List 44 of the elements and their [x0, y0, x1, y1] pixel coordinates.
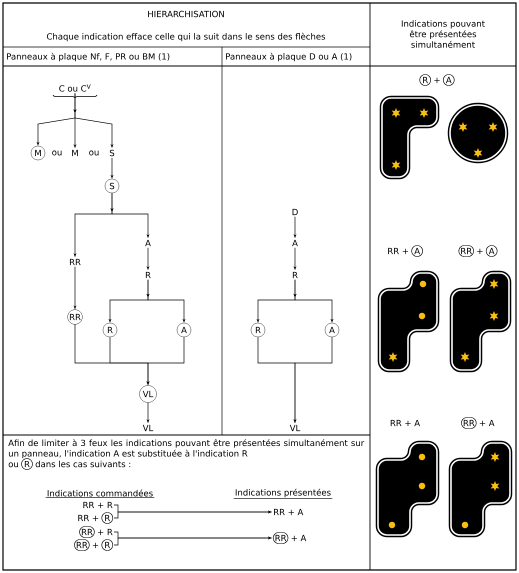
signal-caption: RR + A — [390, 420, 420, 426]
indication-combination: RR + R — [74, 539, 114, 551]
node-label: R — [105, 542, 110, 548]
underlined-heading: Indications présentées — [233, 488, 333, 499]
indication-letter: S — [110, 150, 114, 156]
indication-letter: R — [146, 272, 151, 278]
column-heading: Indications pouvant être présentées simultanément — [402, 20, 485, 48]
signal-caption: RR + A — [388, 245, 423, 257]
circled-indication: RR — [67, 309, 83, 325]
indication-letter: RR — [70, 258, 81, 266]
indication-letter: VL — [290, 424, 300, 432]
circled-indication: A — [176, 322, 192, 338]
connector-word: ou — [89, 150, 99, 156]
indication-letter: A — [145, 240, 151, 246]
indication-letter: R — [292, 272, 298, 278]
signal-caption: R + A — [419, 74, 455, 86]
indication-letter: D — [292, 208, 298, 216]
indication-combination: RR + A — [272, 532, 306, 544]
node-label: RR + — [78, 514, 98, 522]
circled-indication: M — [30, 146, 46, 160]
indication-combination: RR + R — [83, 502, 113, 508]
signal-caption: RR + A — [458, 245, 498, 257]
underlined-heading: Indications commandées — [45, 490, 155, 498]
circled-indication: A — [324, 322, 340, 338]
indication-letter: VL — [142, 424, 154, 432]
indication-combination: RR + R — [79, 526, 113, 538]
paragraph-line: ou R dans les cas suivants : — [8, 458, 130, 470]
circled-indication: VL — [139, 385, 157, 403]
circled-indication: S — [104, 178, 120, 194]
indication-letter: C ou C$^{V}$ — [59, 84, 91, 92]
table-title: HIERARCHISATION — [148, 10, 224, 18]
circled-indication: R — [102, 322, 118, 338]
node-label: + R — [98, 528, 113, 536]
signal-caption: RR + A — [461, 417, 494, 429]
indication-combination: RR + A — [274, 508, 304, 516]
node-label: + A — [292, 534, 306, 542]
column-heading: Panneaux à plaque Nf, F, PR ou BM (1) — [7, 52, 170, 62]
indication-combination: RR + R — [78, 512, 114, 524]
node-label: + — [92, 542, 98, 548]
circled-indication: R — [250, 322, 266, 338]
table-heading: Chaque indication efface celle qui la suit dans le sens des flèches — [46, 32, 326, 42]
indication-letter: M — [72, 150, 78, 156]
column-heading: Panneaux à plaque D ou A (1) — [226, 52, 352, 62]
indication-letter: A — [292, 240, 298, 246]
